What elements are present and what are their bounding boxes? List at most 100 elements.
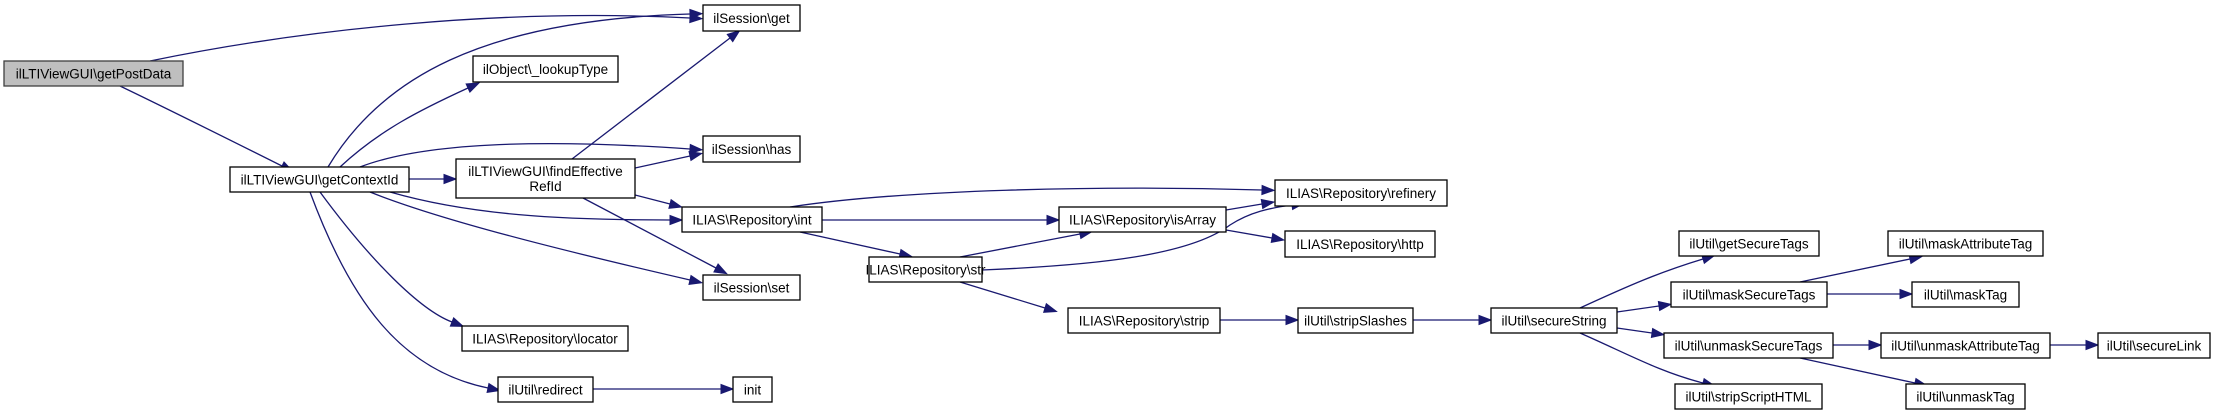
node-get-secure-tags[interactable]: ilUtil\getSecureTags: [1678, 230, 1820, 257]
node-label: ilSession\has: [712, 142, 792, 157]
node-label: ilUtil\maskAttributeTag: [1899, 237, 2033, 252]
node-label: ILIAS\Repository\locator: [472, 332, 618, 347]
edge-find-ref-to-sess-has: [634, 155, 691, 169]
node-label: ILIAS\Repository\refinery: [1286, 186, 1436, 201]
node-secure-link[interactable]: ilUtil\secureLink: [2097, 332, 2211, 359]
node-box[interactable]: [1887, 230, 2044, 257]
node-box[interactable]: [1880, 332, 2051, 359]
arrowhead-icon: [1261, 184, 1276, 196]
arrowhead-icon: [726, 29, 741, 43]
node-label: ILIAS\Repository\strip: [1079, 314, 1210, 329]
node-box[interactable]: [1274, 179, 1448, 207]
edge-is-array-to-http: [1225, 229, 1273, 239]
node-refinery[interactable]: ILIAS\Repository\refinery: [1274, 179, 1448, 207]
node-mask-secure-tags[interactable]: ilUtil\maskSecureTags: [1670, 281, 1828, 308]
node-label: ILIAS\Repository\http: [1296, 237, 1424, 252]
node-get-context-id[interactable]: ilLTIViewGUI\getContextId: [229, 166, 410, 193]
arrowhead-icon: [2085, 339, 2100, 351]
node-box[interactable]: [461, 325, 629, 352]
node-label: ilObject\_lookupType: [483, 62, 608, 77]
node-box[interactable]: [1297, 307, 1414, 334]
node-box[interactable]: [1058, 206, 1227, 233]
node-secure-string[interactable]: ilUtil\secureString: [1490, 307, 1618, 334]
node-sess-has[interactable]: ilSession\has: [702, 135, 801, 163]
node-label: ilUtil\redirect: [508, 383, 583, 398]
node-box[interactable]: [732, 376, 773, 403]
node-http[interactable]: ILIAS\Repository\http: [1284, 230, 1436, 258]
node-lookup-type[interactable]: ilObject\_lookupType: [472, 55, 619, 83]
node-box[interactable]: [3, 60, 184, 87]
node-box[interactable]: [229, 166, 410, 193]
node-label: ILIAS\Repository\str: [865, 263, 986, 278]
node-unmask-secure-tags[interactable]: ilUtil\unmaskSecureTags: [1663, 332, 1834, 359]
node-get-post-data[interactable]: ilLTIViewGUI\getPostData: [3, 60, 184, 87]
edge-get-context-id-to-sess-has: [359, 142, 691, 168]
node-mask-tag[interactable]: ilUtil\maskTag: [1911, 281, 2020, 308]
node-box[interactable]: [472, 55, 619, 83]
node-label: ilUtil\secureLink: [2107, 339, 2202, 354]
node-label: ilUtil\unmaskTag: [1916, 390, 2014, 405]
node-label: ilSession\get: [713, 11, 790, 26]
node-box[interactable]: [1905, 383, 2026, 410]
node-label: init: [744, 383, 762, 398]
arrowhead-icon: [669, 214, 684, 226]
node-box[interactable]: [1674, 383, 1823, 410]
node-label: ilUtil\unmaskAttributeTag: [1891, 339, 2040, 354]
node-box[interactable]: [2097, 332, 2211, 359]
node-box[interactable]: [1663, 332, 1834, 359]
node-label: ilUtil\getSecureTags: [1689, 237, 1809, 252]
node-box[interactable]: [702, 135, 801, 163]
node-label: ilLTIViewGUI\getPostData: [16, 67, 172, 82]
node-box[interactable]: [1490, 307, 1618, 334]
node-box[interactable]: [1670, 281, 1828, 308]
node-locator[interactable]: ILIAS\Repository\locator: [461, 325, 629, 352]
edge-find-ref-to-repo-int: [634, 194, 671, 205]
node-box[interactable]: [1284, 230, 1436, 258]
arrowhead-icon: [668, 198, 684, 209]
arrowhead-icon: [1285, 314, 1300, 326]
node-redirect[interactable]: ilUtil\redirect: [497, 376, 594, 403]
node-label: ilSession\set: [714, 281, 790, 296]
node-unmask-tag[interactable]: ilUtil\unmaskTag: [1905, 383, 2026, 410]
node-box[interactable]: [868, 256, 983, 283]
node-sess-set[interactable]: ilSession\set: [702, 274, 801, 301]
node-box[interactable]: [702, 274, 801, 301]
node-box[interactable]: [1067, 307, 1221, 334]
node-box[interactable]: [497, 376, 594, 403]
node-strip-slashes[interactable]: ilUtil\stripSlashes: [1297, 307, 1414, 334]
edge-get-context-id-to-lookup-type: [339, 87, 469, 168]
edges-layer: [119, 8, 2100, 395]
edge-secure-string-to-get-secure-tags: [1579, 258, 1704, 309]
edge-get-post-data-to-sess-get: [149, 14, 691, 62]
arrowhead-icon: [1478, 314, 1493, 326]
node-label: ilUtil\unmaskSecureTags: [1675, 339, 1823, 354]
node-label: ilUtil\maskSecureTags: [1683, 288, 1816, 303]
node-unmask-attribute-tag[interactable]: ilUtil\unmaskAttributeTag: [1880, 332, 2051, 359]
node-init[interactable]: init: [732, 376, 773, 403]
arrowhead-icon: [720, 383, 735, 395]
arrowhead-icon: [465, 82, 481, 93]
arrowhead-icon: [449, 316, 465, 327]
node-box[interactable]: [1678, 230, 1820, 257]
node-box[interactable]: [455, 158, 636, 199]
arrowhead-icon: [1260, 198, 1276, 210]
node-is-array[interactable]: ILIAS\Repository\isArray: [1058, 206, 1227, 233]
node-box[interactable]: [681, 206, 823, 233]
node-sess-get[interactable]: ilSession\get: [702, 4, 801, 32]
node-box[interactable]: [1911, 281, 2020, 308]
node-str[interactable]: ILIAS\Repository\str: [865, 256, 986, 283]
node-repo-int[interactable]: ILIAS\Repository\int: [681, 206, 823, 233]
node-label: ilUtil\stripScriptHTML: [1685, 390, 1812, 405]
node-mask-attribute-tag[interactable]: ilUtil\maskAttributeTag: [1887, 230, 2044, 257]
node-box[interactable]: [702, 4, 801, 32]
nodes-layer: ilLTIViewGUI\getPostData ilLTIViewGUI\get…: [3, 4, 2211, 410]
edge-get-context-id-to-repo-int: [389, 191, 671, 221]
node-strip[interactable]: ILIAS\Repository\strip: [1067, 307, 1221, 334]
arrowhead-icon: [1657, 300, 1673, 312]
node-strip-script-html[interactable]: ilUtil\stripScriptHTML: [1674, 383, 1823, 410]
arrowhead-icon: [1650, 327, 1666, 339]
edge-get-context-id-to-sess-get: [327, 13, 691, 168]
edge-repo-int-to-refinery: [789, 187, 1263, 208]
node-label: ilUtil\maskTag: [1924, 288, 2007, 303]
